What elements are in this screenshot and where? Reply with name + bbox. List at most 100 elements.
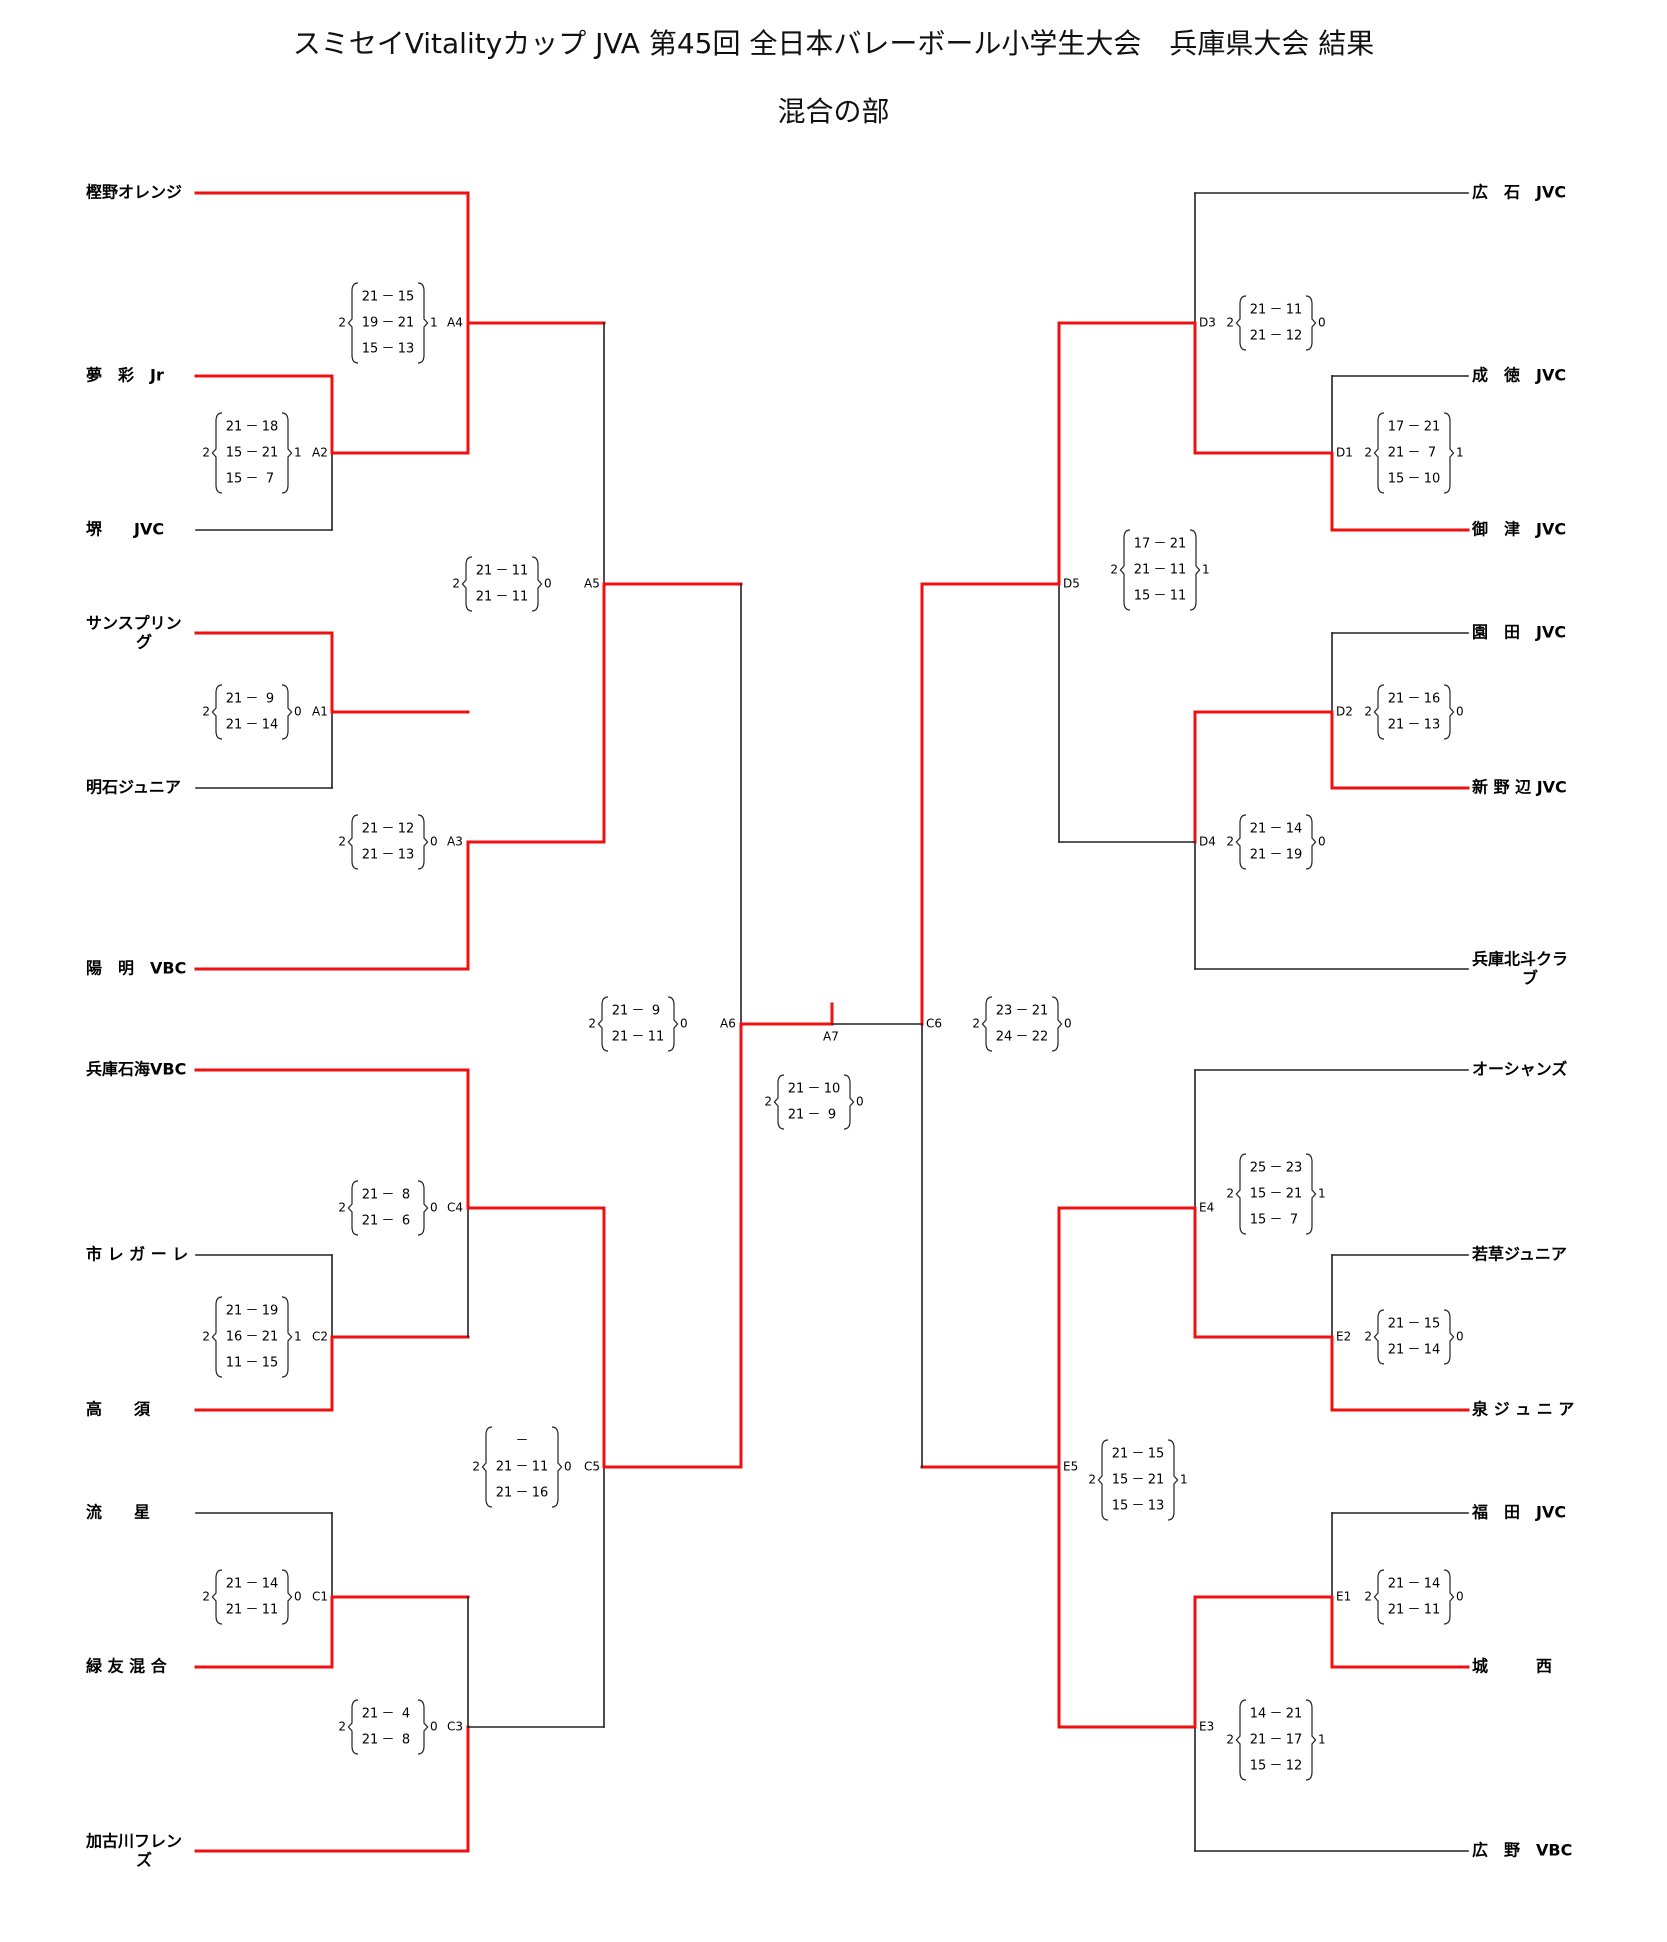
- score-brace: [347, 814, 359, 870]
- set-score-dash: －: [1269, 1707, 1282, 1722]
- set-score-dash: －: [515, 1486, 528, 1501]
- set-score-left: 21: [1250, 1733, 1267, 1748]
- team-name: 兵庫石海VBC: [86, 1060, 186, 1079]
- match-id: A2: [312, 446, 328, 460]
- score-brace: [1235, 1699, 1247, 1781]
- set-score-left: 16: [226, 1330, 243, 1345]
- set-score-right: 10: [824, 1082, 841, 1097]
- match-score-left: 2: [202, 1330, 210, 1344]
- team-name: 夢 彩 Jr: [86, 366, 164, 385]
- set-score-left: 21: [1388, 1343, 1405, 1358]
- score-brace: [211, 1569, 223, 1625]
- set-score-right: 8: [402, 1733, 410, 1748]
- match-score-right: 0: [430, 1201, 438, 1215]
- set-score-right: 21: [262, 446, 279, 461]
- set-score-right: 12: [398, 822, 415, 837]
- set-score-dash: －: [381, 1188, 394, 1203]
- team-name: 福 田 JVC: [1471, 1503, 1566, 1522]
- match-score-left: 2: [202, 1590, 210, 1604]
- team-name: 泉 ジ ュ ニ ア: [1472, 1400, 1574, 1419]
- set-score-dash: －: [245, 1356, 258, 1371]
- set-score-right: 19: [262, 1304, 279, 1319]
- team-name-wrap: グ: [136, 633, 152, 652]
- set-score-right: 9: [652, 1004, 660, 1019]
- match-score-left: 2: [1364, 1590, 1372, 1604]
- set-score-right: 21: [1286, 1707, 1303, 1722]
- team-name: 城 西: [1472, 1657, 1552, 1676]
- set-score-dash: －: [245, 1577, 258, 1592]
- set-score-left: 23: [996, 1004, 1013, 1019]
- set-score-dash: －: [381, 1214, 394, 1229]
- score-brace: [1119, 529, 1131, 611]
- set-score-dash: －: [245, 718, 258, 733]
- score-brace: [1305, 814, 1317, 870]
- set-score-right: 14: [1424, 1343, 1441, 1358]
- team-name: 広 石 JVC: [1472, 183, 1566, 202]
- score-brace: [1167, 1439, 1179, 1521]
- set-score-dash: －: [1131, 1499, 1144, 1514]
- match-score-right: 0: [1064, 1017, 1072, 1031]
- team-name: 流 星: [86, 1503, 150, 1522]
- team-name: 明石ジュニア: [86, 778, 181, 797]
- set-score-left: 21: [362, 290, 379, 305]
- match-score-right: 0: [856, 1095, 864, 1109]
- team-name: サンスプリン: [86, 614, 182, 633]
- set-score-left: 21: [362, 1188, 379, 1203]
- set-score-right: 11: [532, 1460, 549, 1475]
- match-score-left: 2: [338, 316, 346, 330]
- match-score-right: 0: [1318, 835, 1326, 849]
- team-name: 新 野 辺 JVC: [1472, 778, 1567, 797]
- set-score-right: 12: [1286, 1759, 1303, 1774]
- match-score-right: 0: [430, 835, 438, 849]
- set-score-right: 21: [1032, 1004, 1049, 1019]
- match-score-right: 1: [1318, 1187, 1326, 1201]
- set-score-right: 11: [648, 1030, 665, 1045]
- team-name-wrap: ブ: [1522, 969, 1538, 988]
- set-score-left: 15: [362, 342, 379, 357]
- match-score-left: 2: [1226, 1187, 1234, 1201]
- match-id: C2: [312, 1330, 328, 1344]
- match-id: A7: [823, 1030, 839, 1044]
- match-id: E5: [1063, 1460, 1078, 1474]
- set-score-left: 15: [1134, 589, 1151, 604]
- set-score-right: 11: [1424, 1603, 1441, 1618]
- set-score-dash: －: [1269, 329, 1282, 344]
- set-score-right: 18: [262, 420, 279, 435]
- match-score-right: 0: [430, 1720, 438, 1734]
- match-id: D3: [1199, 316, 1216, 330]
- set-score-dash: －: [1153, 563, 1166, 578]
- score-brace: [211, 1296, 223, 1378]
- set-score-left: 21: [1112, 1447, 1129, 1462]
- set-score-left: 21: [1388, 718, 1405, 733]
- score-brace: [417, 1180, 429, 1236]
- set-score-dash: －: [245, 1603, 258, 1618]
- set-score-dash: －: [1153, 589, 1166, 604]
- set-score-right: 11: [512, 564, 529, 579]
- set-score-right: 13: [398, 848, 415, 863]
- set-score-left: 21: [1250, 822, 1267, 837]
- set-score-dash: －: [1269, 848, 1282, 863]
- match-score-left: 2: [588, 1017, 596, 1031]
- score-brace: [551, 1426, 563, 1508]
- team-name: 御 津 JVC: [1471, 520, 1566, 539]
- match-id: A6: [720, 1017, 736, 1031]
- set-score-dash: －: [1269, 1187, 1282, 1202]
- match-id: D5: [1063, 577, 1080, 591]
- score-brace: [417, 282, 429, 364]
- set-score-left: 21: [226, 420, 243, 435]
- score-brace: [1235, 1153, 1247, 1235]
- set-score-left: 21: [496, 1460, 513, 1475]
- set-score-right: 15: [1424, 1317, 1441, 1332]
- match-score-right: 1: [294, 1330, 302, 1344]
- set-score-left: 15: [1388, 472, 1405, 487]
- set-score-dash: －: [245, 1304, 258, 1319]
- match-score-left: 2: [472, 1460, 480, 1474]
- score-brace: [1373, 684, 1385, 740]
- score-brace: [417, 1699, 429, 1755]
- score-brace: [1443, 412, 1455, 494]
- score-brace: [1443, 1309, 1455, 1365]
- set-score-left: 21: [1388, 1577, 1405, 1592]
- match-score-right: 1: [430, 316, 438, 330]
- set-score-dash: －: [1407, 1577, 1420, 1592]
- set-score-right: 15: [262, 1356, 279, 1371]
